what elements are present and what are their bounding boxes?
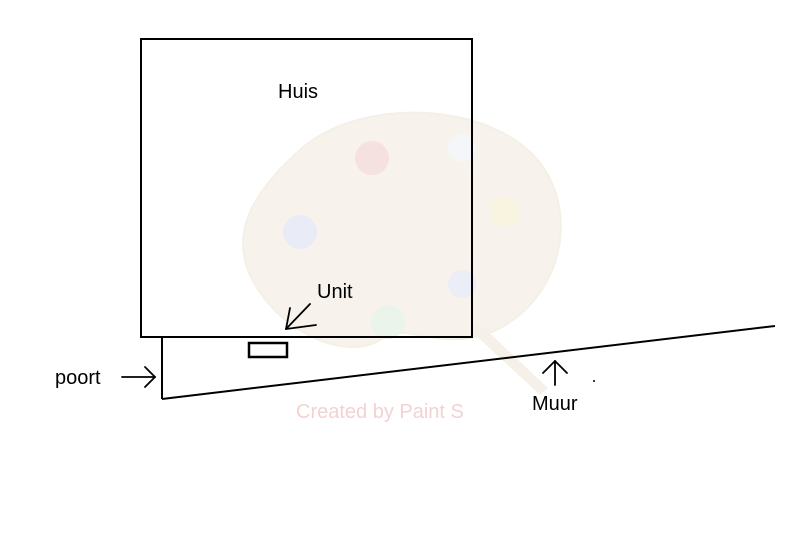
gate-arrow <box>121 366 156 388</box>
stray-dot <box>593 380 595 382</box>
wall-line <box>161 325 776 400</box>
house-label: Huis <box>278 81 318 103</box>
unit-arrow <box>285 303 317 330</box>
unit-box <box>247 341 289 359</box>
watermark-text: Created by Paint S <box>296 401 464 423</box>
wall-arrow <box>542 360 568 386</box>
house-outline <box>140 38 473 338</box>
paint-palette-icon <box>242 111 562 395</box>
unit-label: Unit <box>317 281 353 303</box>
wall-label: Muur <box>532 393 578 415</box>
gate-label: poort <box>55 367 101 389</box>
